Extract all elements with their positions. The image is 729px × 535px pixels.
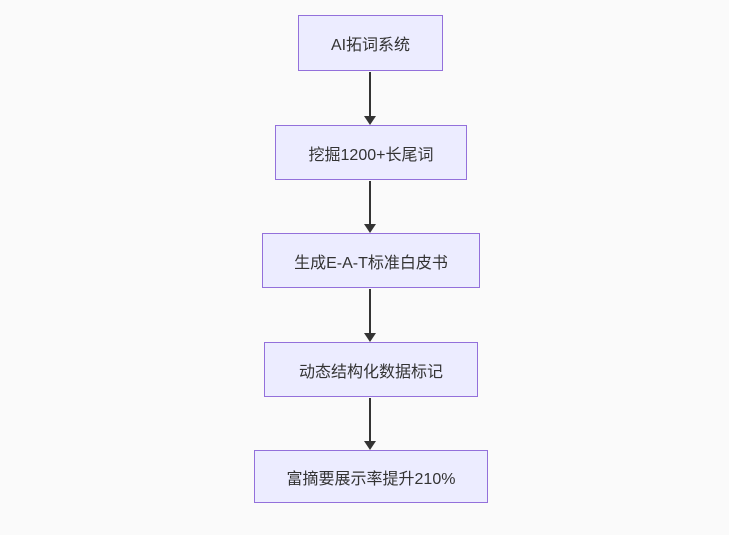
- arrow-line: [369, 72, 371, 117]
- arrow-head-icon: [364, 441, 376, 450]
- flow-node-label: 富摘要展示率提升210%: [286, 470, 456, 488]
- flow-node-label: 动态结构化数据标记: [298, 363, 443, 381]
- flow-node-ai-word-system: AI拓词系统: [298, 15, 443, 71]
- flow-node-label: 生成E-A-T标准白皮书: [294, 254, 448, 272]
- arrow-head-icon: [364, 224, 376, 233]
- flow-node-rich-snippet-result: 富摘要展示率提升210%: [254, 450, 488, 503]
- arrow-head-icon: [364, 333, 376, 342]
- flow-node-label: 挖掘1200+长尾词: [308, 146, 434, 164]
- arrow-line: [369, 289, 371, 334]
- arrow-line: [369, 398, 371, 442]
- flow-node-structured-data: 动态结构化数据标记: [264, 342, 478, 397]
- flow-node-label: AI拓词系统: [330, 37, 411, 54]
- flow-node-eat-whitepaper: 生成E-A-T标准白皮书: [262, 233, 480, 288]
- flow-node-longtail-mining: 挖掘1200+长尾词: [275, 125, 467, 180]
- arrow-head-icon: [364, 116, 376, 125]
- arrow-line: [369, 181, 371, 225]
